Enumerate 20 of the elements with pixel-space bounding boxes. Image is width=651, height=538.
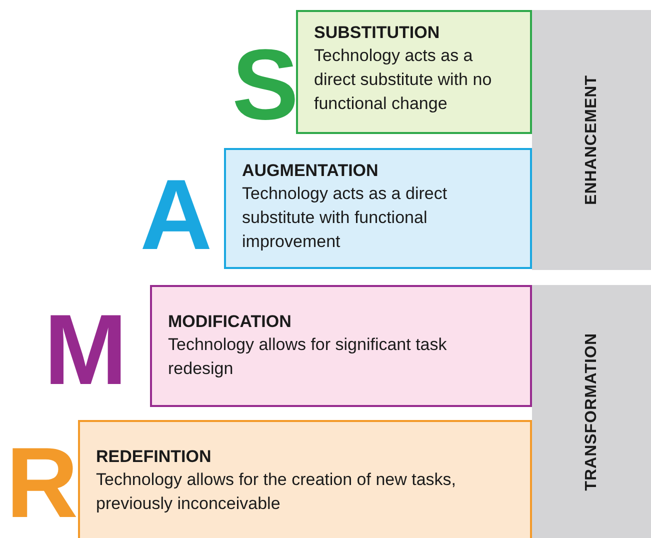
level-box <box>224 148 532 269</box>
level-heading: SUBSTITUTION <box>314 22 441 44</box>
level-heading: REDEFINTION <box>96 446 212 468</box>
level-letter: S <box>232 35 299 135</box>
level-letter: A <box>140 165 212 265</box>
level-box <box>78 420 532 538</box>
level-letter: R <box>6 433 78 533</box>
level-description: Technology acts as a direct substitute with no functional change <box>314 45 493 115</box>
level-letter: M <box>44 300 128 400</box>
level-heading: MODIFICATION <box>168 311 292 333</box>
category-band <box>532 10 651 270</box>
level-description: Technology acts as a direct substitute with functional improvement <box>242 183 448 253</box>
level-box <box>296 10 532 134</box>
level-heading: AUGMENTATION <box>242 160 380 182</box>
category-label: TRANSFORMATION <box>582 332 600 490</box>
level-description: Technology allows for significant task redesign <box>168 334 448 380</box>
level-box <box>150 285 532 407</box>
category-band <box>532 285 651 538</box>
level-description: Technology allows for the creation of new tasks, previously inconceivable <box>96 469 458 515</box>
category-label: ENHANCEMENT <box>582 75 600 205</box>
